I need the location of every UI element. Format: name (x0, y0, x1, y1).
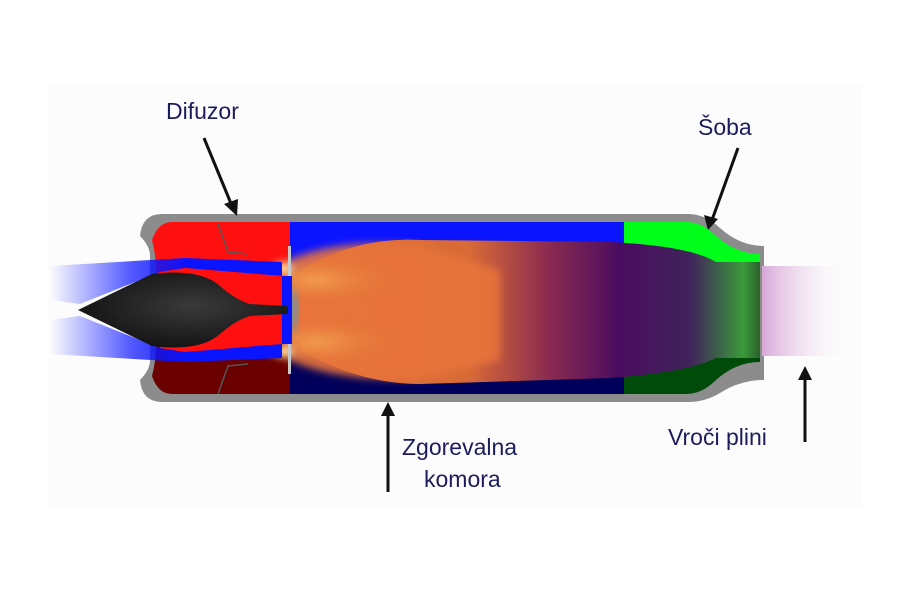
flame (272, 243, 500, 379)
label-hot-gases: Vroči plini (668, 424, 767, 450)
label-nozzle: Šoba (698, 114, 752, 140)
arrow-diffuser (202, 137, 234, 207)
arrow-nozzle (710, 147, 740, 221)
arrow-nozzle-head (704, 215, 718, 230)
arrow-hot-gases-head (798, 366, 812, 380)
strut-upper (217, 223, 249, 255)
arrow-diffuser-head (224, 199, 238, 216)
strut-lower (217, 363, 249, 395)
label-diffuser: Difuzor (166, 98, 239, 124)
inlet-flow-upper (50, 258, 282, 304)
label-combustion-line1: Zgorevalna (402, 434, 518, 460)
inlet-flow-lower (50, 316, 282, 362)
arrows (202, 137, 812, 492)
inlet-spike (78, 272, 288, 348)
label-combustion-line2: komora (424, 466, 501, 492)
exhaust-plume (762, 266, 852, 356)
arrow-combustion-head (381, 402, 395, 416)
